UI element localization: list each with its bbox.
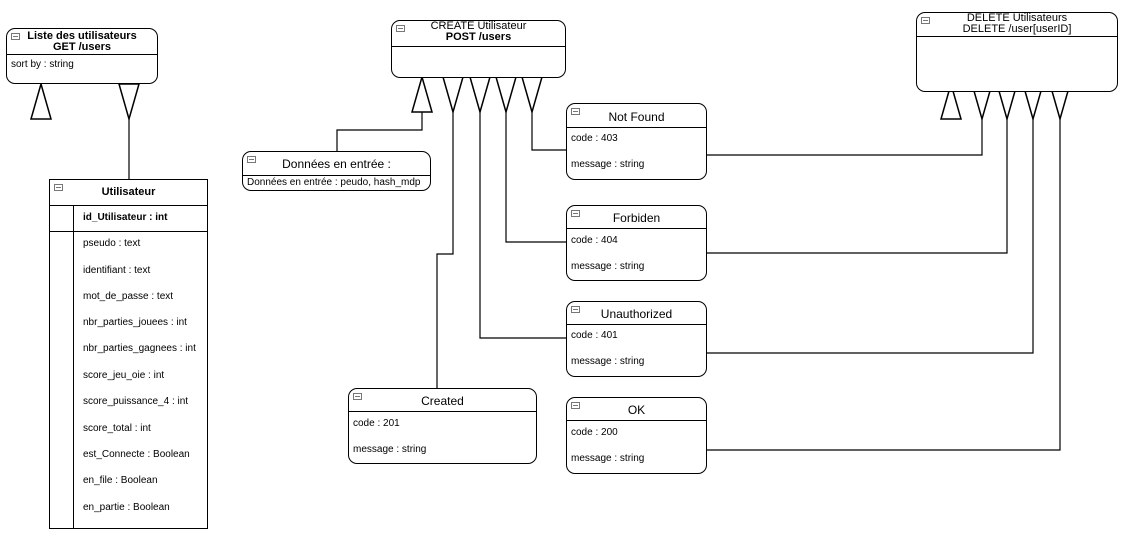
not-found-message: message : string [571,159,645,170]
connector-notfound-to-delete [706,119,983,156]
collapse-icon[interactable] [921,17,930,24]
unauthorized-code: code : 401 [571,330,618,341]
list-users-attribute: sort by : string [11,59,74,70]
delete-users-box[interactable]: DELETE Utilisateurs DELETE /user[userID] [916,12,1118,92]
field-row: score_total : int [83,423,151,434]
forbiden-title: Forbiden [612,211,661,225]
created-message: message : string [353,444,427,455]
arrowhead-up [411,74,433,113]
unauthorized-message: message : string [571,356,645,367]
input-data-attribute: Données en entrée : peudo, hash_mdp [247,177,421,188]
connector-input-to-create [336,112,423,152]
create-user-title: CREATE Utilisateur [430,20,527,32]
ok-title: OK [627,403,646,417]
connector-forbiden-to-delete [706,119,1008,254]
forbiden-box[interactable]: Forbiden code : 404 message : string [566,205,707,281]
arrowhead-down [469,76,491,115]
connector-unauthorized-to-delete [706,119,1034,354]
field-row: identifiant : text [83,265,151,276]
field-row: score_puissance_4 : int [83,396,189,407]
collapse-icon[interactable] [571,306,580,313]
not-found-title: Not Found [608,110,665,124]
input-data-title: Données en entrée : [282,157,391,171]
unauthorized-title: Unauthorized [600,307,673,321]
arrowhead-down [118,83,140,122]
connector-create-to-forbiden [505,112,567,243]
created-title: Created [421,394,464,408]
created-box[interactable]: Created code : 201 message : string [348,388,537,464]
not-found-code: code : 403 [571,133,618,144]
connector-ok-to-delete [706,119,1061,451]
forbiden-message: message : string [571,261,645,272]
field-row: en_file : Boolean [83,475,158,486]
not-found-box[interactable]: Not Found code : 403 message : string [566,103,707,180]
delete-users-title: DELETE Utilisateurs [966,12,1068,24]
connector-create-to-created [436,112,454,390]
collapse-icon[interactable] [353,393,362,400]
ok-message: message : string [571,453,645,464]
input-data-box[interactable]: Données en entrée : Données en entrée : … [242,151,431,191]
connector-create-to-unauthorized [479,112,567,339]
create-user-route: POST /users [445,31,512,43]
collapse-icon[interactable] [247,156,256,163]
delete-users-route: DELETE /user[userID] [962,23,1072,35]
created-code: code : 201 [353,418,400,429]
utilisateur-title: Utilisateur [101,186,156,198]
arrowhead-up [30,81,52,120]
field-row: id_Utilisateur : int [83,212,168,223]
field-row: en_partie : Boolean [83,502,170,513]
ok-code: code : 200 [571,427,618,438]
arrowhead-up [940,81,962,120]
collapse-icon[interactable] [11,33,20,40]
list-users-route: GET /users [52,41,112,53]
collapse-icon[interactable] [571,210,580,217]
list-users-box[interactable]: Liste des utilisateurs GET /users sort b… [6,28,158,84]
arrowhead-down [521,76,543,115]
arrowhead-down [495,76,517,115]
field-row: mot_de_passe : text [83,291,174,302]
list-users-title: Liste des utilisateurs [27,30,137,42]
connector-create-to-notfound [531,112,567,151]
utilisateur-table[interactable]: Utilisateur id_Utilisateur : int pseudo … [49,179,208,529]
ok-box[interactable]: OK code : 200 message : string [566,397,707,474]
collapse-icon[interactable] [54,184,63,191]
forbiden-code: code : 404 [571,235,618,246]
field-row: nbr_parties_gagnees : int [83,343,196,354]
field-row: nbr_parties_jouees : int [83,317,187,328]
unauthorized-box[interactable]: Unauthorized code : 401 message : string [566,301,707,377]
collapse-icon[interactable] [396,25,405,32]
arrowhead-down [442,76,464,115]
collapse-icon[interactable] [571,108,580,115]
collapse-icon[interactable] [571,402,580,409]
field-row: pseudo : text [83,238,141,249]
create-user-box[interactable]: CREATE Utilisateur POST /users [391,20,566,78]
field-row: score_jeu_oie : int [83,370,165,381]
field-row: est_Connecte : Boolean [83,449,190,460]
